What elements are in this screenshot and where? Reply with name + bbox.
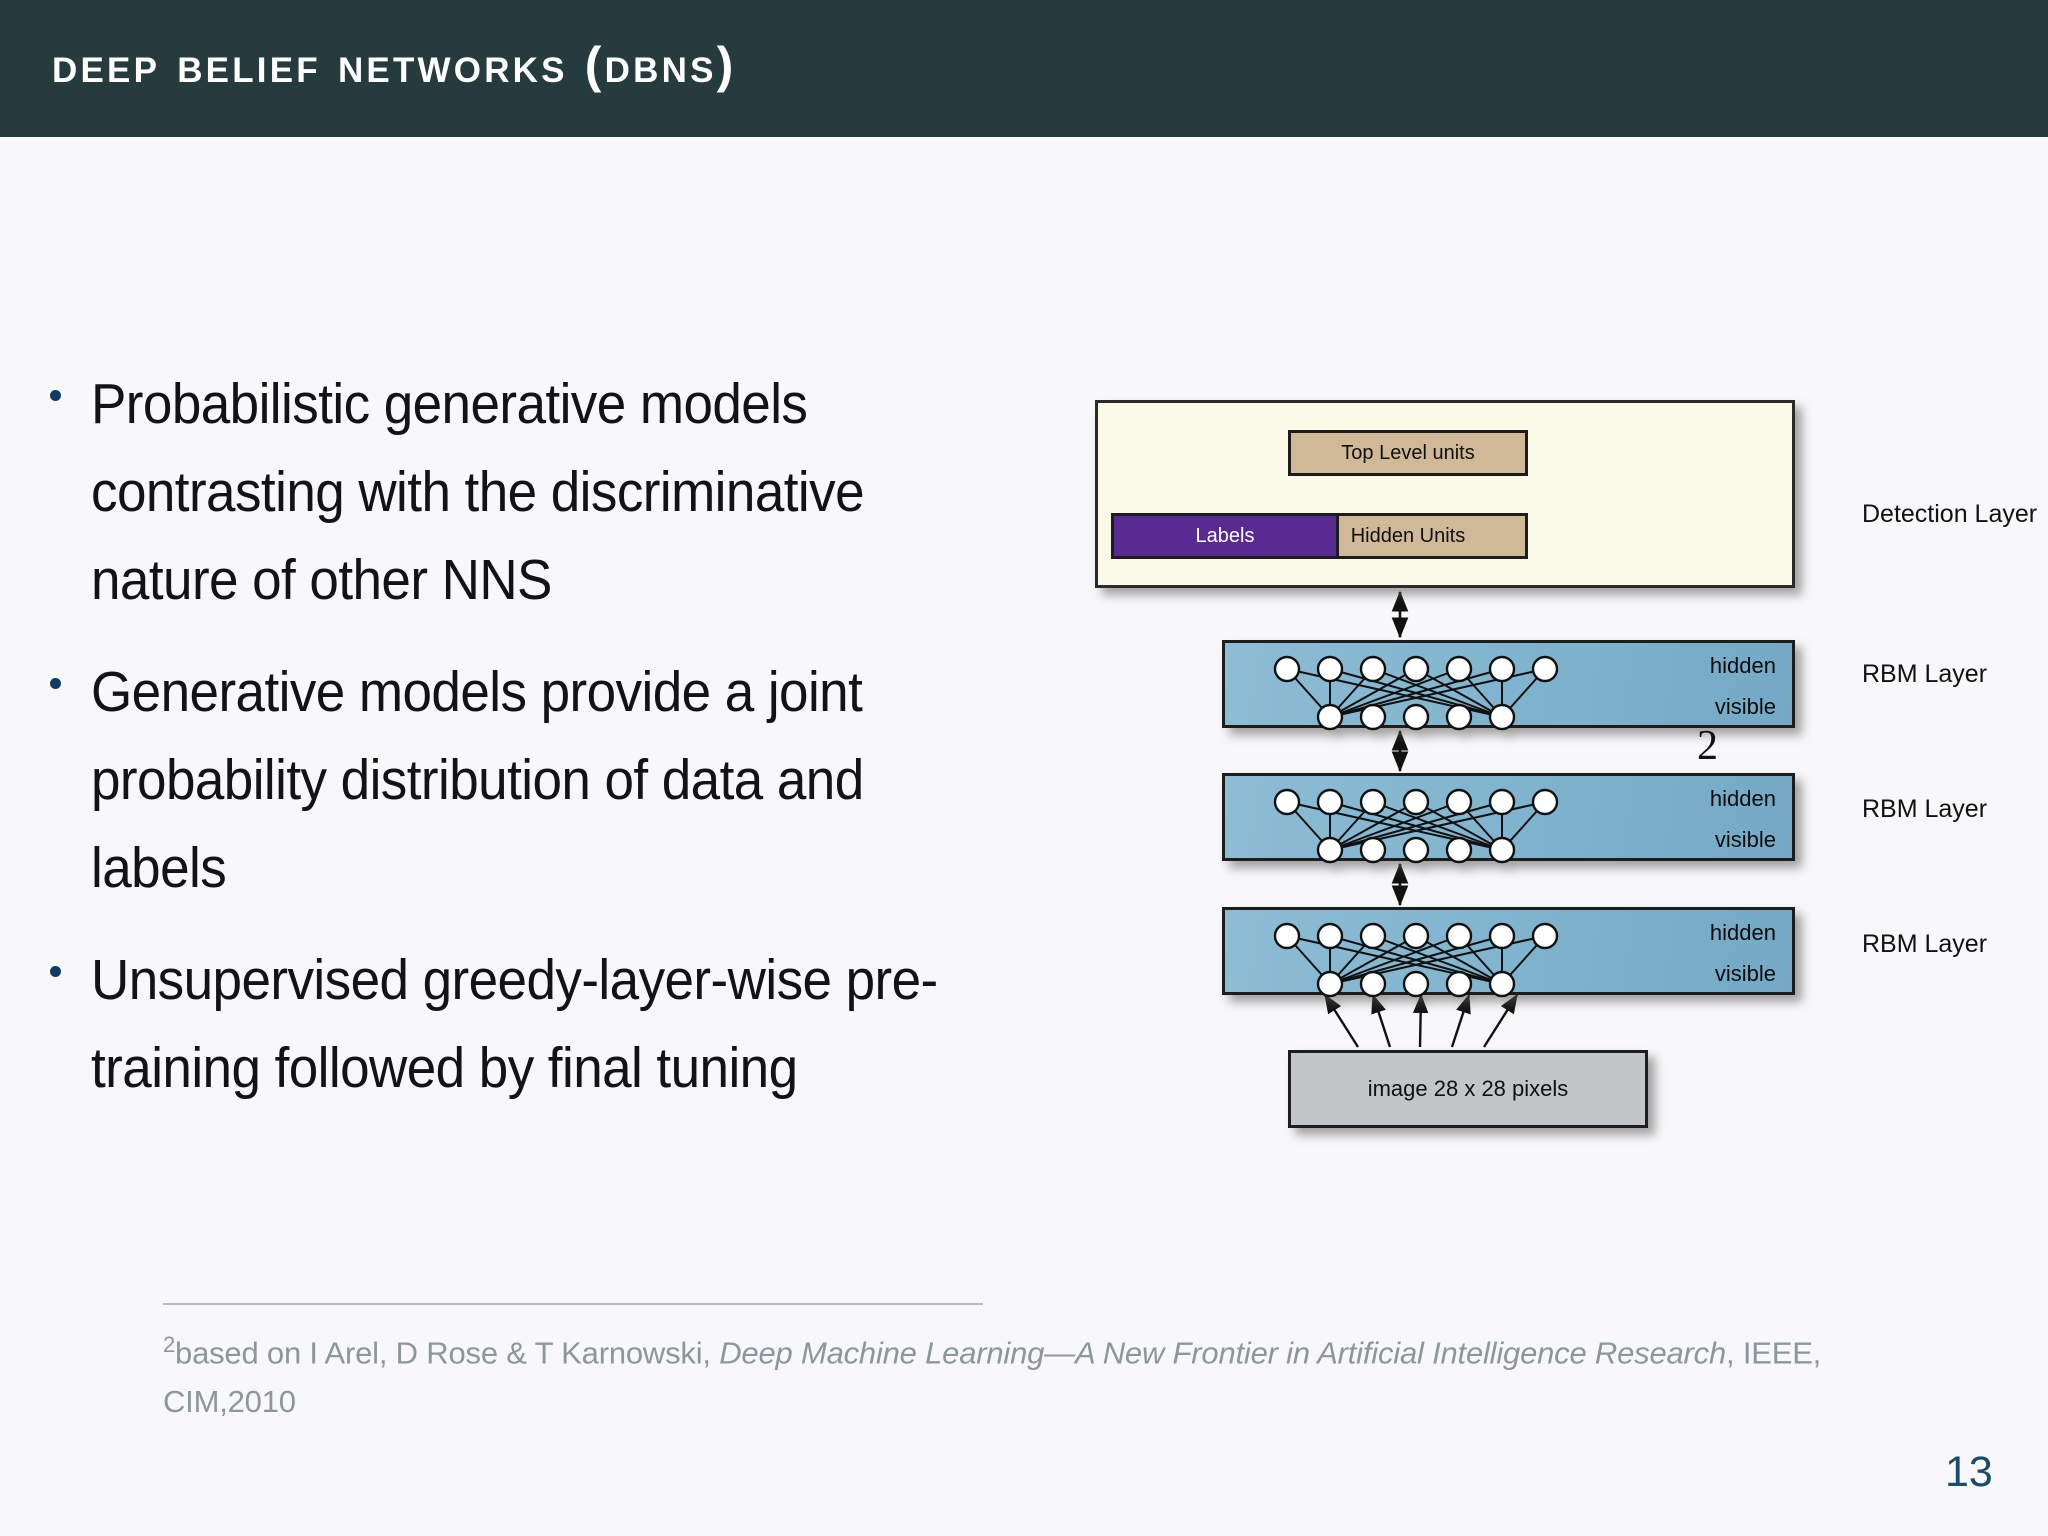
rbm-layer-3: hidden visible [1222, 907, 1795, 998]
slide-header-bar: Deep Belief Networks (DBNs) [0, 0, 2048, 137]
diagram-footnote-marker: 2 [1697, 723, 1718, 769]
rbm-hidden-label: hidden [1709, 653, 1776, 678]
footnote-text-before: based on I Arel, D Rose & T Karnowski, [175, 1335, 720, 1371]
list-item: Generative models provide a joint probab… [50, 648, 1080, 912]
list-item: Unsupervised greedy-layer-wise pre-train… [50, 936, 1080, 1112]
detection-layer-panel: Top Level units Hidden Units Labels [1095, 400, 1795, 588]
rbm-hidden-label: hidden [1709, 786, 1776, 811]
rbm-layer-1: hidden visible [1222, 640, 1795, 731]
rbm-hidden-label: hidden [1709, 920, 1776, 945]
bullet-text: Unsupervised greedy-layer-wise pre-train… [91, 948, 938, 1100]
list-item: Probabilistic generative models contrast… [50, 360, 1080, 624]
rbm-node-graph [1273, 655, 1559, 731]
rbm-layer-2: hidden visible [1222, 773, 1795, 864]
bullet-list: Probabilistic generative models contrast… [50, 360, 1080, 1136]
footnote-divider [163, 1303, 983, 1305]
rbm-visible-label: visible [1714, 961, 1776, 986]
rbm-node-graph [1273, 922, 1559, 998]
bullet-dot-icon [50, 678, 61, 689]
input-image-box: image 28 x 28 pixels [1288, 1050, 1648, 1128]
footnote-title: Deep Machine Learning—A New Frontier in … [719, 1335, 1727, 1371]
bullet-text: Generative models provide a joint probab… [91, 660, 864, 900]
rbm-node-graph [1273, 788, 1559, 864]
annotation-detection-layer: Detection Layer [1862, 500, 2038, 528]
annotation-rbm-layer-3: RBM Layer [1862, 930, 1988, 958]
footnote-marker: 2 [163, 1332, 176, 1357]
bullet-dot-icon [50, 966, 61, 977]
page-title: Deep Belief Networks (DBNs) [52, 37, 737, 93]
bullet-text: Probabilistic generative models contrast… [91, 372, 865, 612]
annotation-rbm-layer-2: RBM Layer [1862, 795, 1988, 823]
rbm-visible-label: visible [1714, 694, 1776, 719]
top-level-units-box: Top Level units [1288, 430, 1528, 476]
dbn-architecture-diagram: Top Level units Hidden Units Labels [1090, 395, 1810, 1155]
labels-box: Labels [1111, 513, 1339, 559]
annotation-rbm-layer-1: RBM Layer [1862, 660, 1988, 688]
footnote: 2based on I Arel, D Rose & T Karnowski, … [163, 1320, 1823, 1426]
bullet-dot-icon [50, 390, 61, 401]
rbm-visible-label: visible [1714, 827, 1776, 852]
page-number: 13 [1945, 1448, 1993, 1496]
footnote-text-after: , IEEE, CIM,2010 [163, 1335, 1822, 1420]
